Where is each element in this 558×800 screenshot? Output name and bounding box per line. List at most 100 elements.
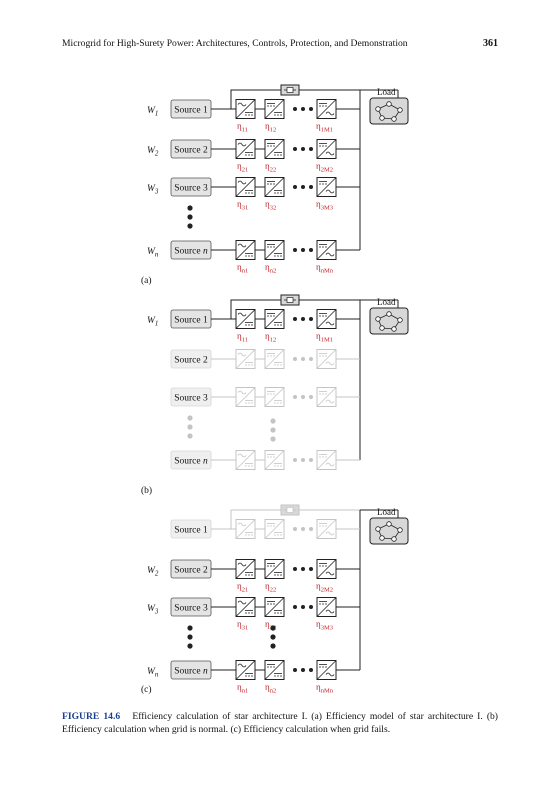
power-weight-label: W1	[147, 316, 158, 328]
converter-2	[264, 240, 285, 260]
converter-1	[235, 139, 256, 159]
eta-m: η1M1	[316, 121, 333, 134]
ellipsis-dots	[293, 668, 313, 672]
eta-2: η22	[265, 581, 276, 594]
eta-1: η11	[237, 121, 248, 134]
load-label: Load	[377, 87, 396, 97]
grid-switch-icon	[280, 294, 300, 306]
converter-1	[235, 240, 256, 260]
load-icon	[369, 517, 409, 545]
row-1: W1 Source 1 η11 η12 η1M1	[147, 99, 360, 134]
converter-2	[264, 139, 285, 159]
row-4: Wn Source n ηn1 ηn2 ηnMn	[147, 660, 360, 695]
load-label: Load	[377, 297, 396, 307]
eta-2: η12	[265, 331, 276, 344]
power-weight-label: W2	[147, 146, 159, 158]
power-weight-label: Wn	[147, 667, 159, 679]
converter-m	[316, 349, 337, 369]
eta-1: η31	[237, 199, 248, 212]
eta-m: ηnMn	[316, 682, 334, 695]
vertical-ellipsis-sources	[187, 205, 193, 229]
panel-label: (b)	[141, 485, 152, 496]
ellipsis-dots	[293, 527, 313, 531]
running-head: Microgrid for High-Surety Power: Archite…	[62, 38, 498, 49]
ellipsis-dots	[293, 567, 313, 571]
page-number: 361	[483, 38, 498, 49]
grid-branch	[230, 89, 360, 109]
row-3: Source 3	[170, 387, 360, 407]
ellipsis-dots	[293, 605, 313, 609]
figure-caption: FIGURE 14.6 Efficiency calculation of st…	[62, 710, 498, 736]
row-1: Source 1	[170, 519, 360, 539]
eta-1: η21	[237, 161, 248, 174]
power-weight-label: W1	[147, 106, 158, 118]
eta-2: η32	[265, 199, 276, 212]
eta-1: η11	[237, 331, 248, 344]
eta-m: η1M1	[316, 331, 333, 344]
converter-2	[264, 559, 285, 579]
converter-1	[235, 387, 256, 407]
converter-2	[264, 660, 285, 680]
source-label: Source 3	[174, 184, 208, 194]
ellipsis-dots	[293, 357, 313, 361]
converter-1	[235, 519, 256, 539]
eta-m: η3M3	[316, 199, 333, 212]
source-label: Source n	[174, 247, 208, 257]
source-label: Source 3	[174, 604, 208, 614]
converter-1	[235, 309, 256, 329]
ellipsis-dots	[293, 248, 313, 252]
ellipsis-dots	[293, 185, 313, 189]
converter-m	[316, 660, 337, 680]
converter-m	[316, 597, 337, 617]
converter-1	[235, 597, 256, 617]
vertical-ellipsis-sources	[187, 625, 193, 649]
row-4: Source n	[170, 450, 360, 470]
converter-m	[316, 99, 337, 119]
row-3: W3 Source 3 η31 η32 η3M3	[147, 177, 360, 212]
source-label: Source n	[174, 667, 208, 677]
vertical-ellipsis-sources	[187, 415, 193, 439]
converter-m	[316, 139, 337, 159]
panel-label: (a)	[141, 275, 152, 286]
converter-1	[235, 450, 256, 470]
running-head-title: Microgrid for High-Surety Power: Archite…	[62, 38, 408, 49]
source-label: Source 2	[174, 146, 208, 156]
converter-m	[316, 559, 337, 579]
converter-2	[264, 519, 285, 539]
row-1: W1 Source 1 η11 η12 η1M1	[147, 309, 360, 344]
converter-1	[235, 177, 256, 197]
vertical-ellipsis-converters	[270, 418, 276, 442]
converter-m	[316, 309, 337, 329]
source-label: Source 3	[174, 394, 208, 404]
grid-switch-icon	[280, 504, 300, 516]
row-2: Source 2	[170, 349, 360, 369]
converter-2	[264, 597, 285, 617]
converter-2	[264, 99, 285, 119]
converter-1	[235, 559, 256, 579]
power-weight-label: W3	[147, 184, 159, 196]
eta-1: ηn1	[237, 682, 248, 695]
converter-m	[316, 240, 337, 260]
load-icon	[369, 97, 409, 125]
eta-m: η2M2	[316, 581, 333, 594]
eta-2: η12	[265, 121, 276, 134]
caption-label: FIGURE 14.6	[62, 711, 121, 722]
source-label: Source 1	[174, 316, 208, 326]
converter-2	[264, 177, 285, 197]
converter-1	[235, 99, 256, 119]
source-label: Source 2	[174, 356, 208, 366]
eta-m: η2M2	[316, 161, 333, 174]
grid-switch-icon	[280, 84, 300, 96]
caption-text: Efficiency calculation of star architect…	[62, 711, 499, 735]
ellipsis-dots	[293, 107, 313, 111]
source-label: Source n	[174, 457, 208, 467]
converter-2	[264, 349, 285, 369]
source-label: Source 1	[174, 106, 208, 116]
eta-2: ηn2	[265, 682, 276, 695]
